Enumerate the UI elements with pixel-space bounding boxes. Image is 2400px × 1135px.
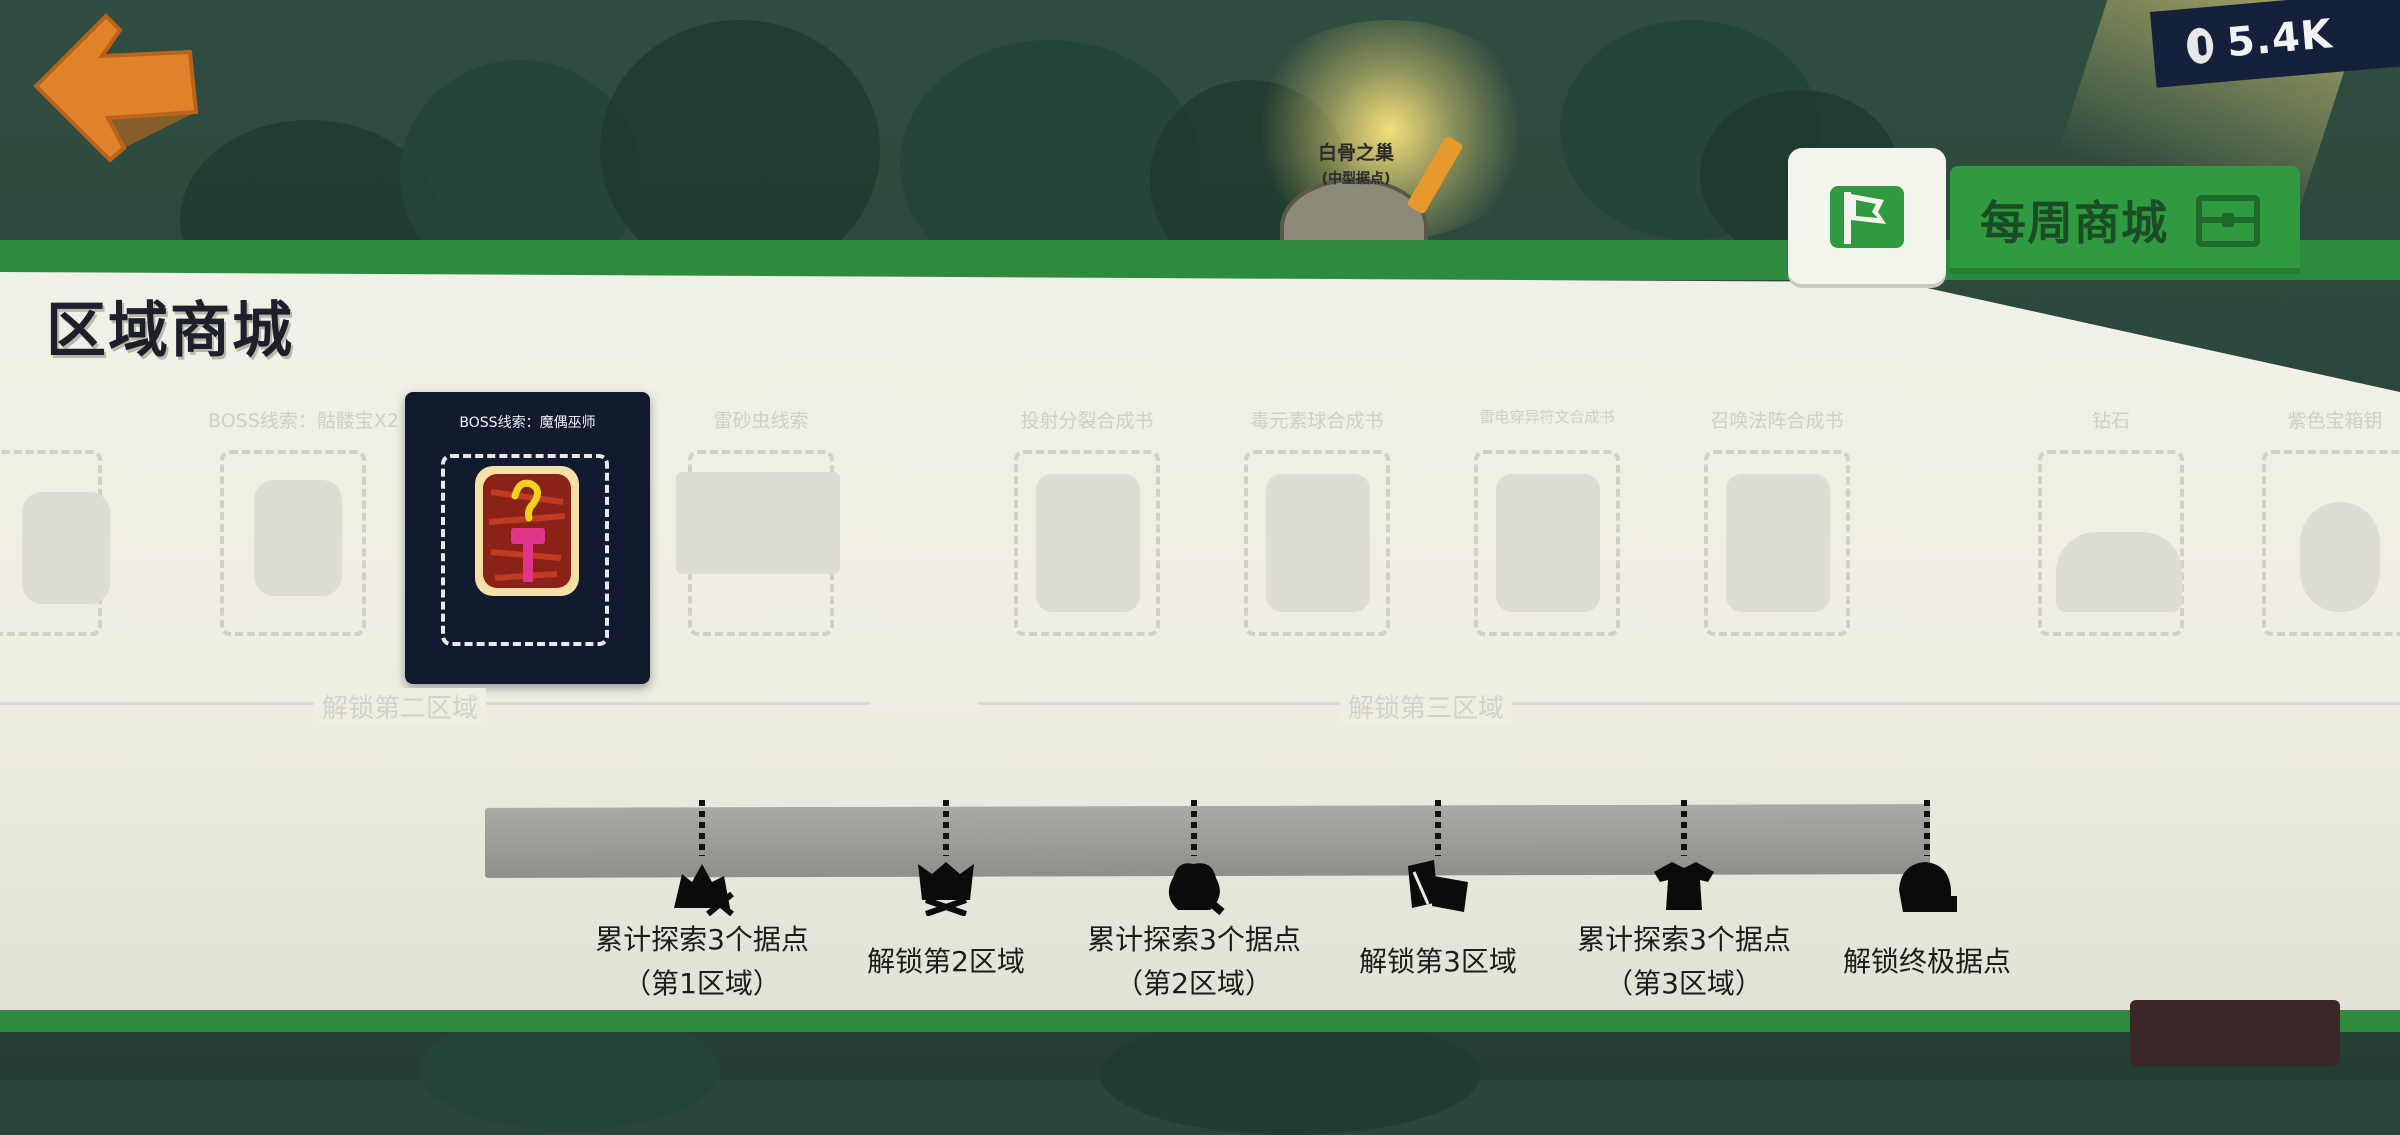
group-label-region2: 解锁第二区域 bbox=[314, 688, 487, 725]
shop-item-name: 钻石 bbox=[2091, 410, 2130, 432]
tab-weekly-label: 每周商城 bbox=[1980, 196, 2168, 250]
back-button[interactable] bbox=[28, 8, 199, 163]
tab-weekly-shop[interactable]: 每周商城 bbox=[1950, 166, 2300, 274]
item-slot bbox=[220, 450, 366, 636]
shop-item-locked[interactable]: 雷电穿异符文合成书 bbox=[1462, 392, 1632, 652]
shop-item-name: 召唤法阵合成书 bbox=[1710, 410, 1844, 432]
book-icon bbox=[1408, 860, 1468, 912]
item-slot bbox=[2262, 450, 2400, 636]
camp-icon bbox=[674, 864, 734, 916]
shop-item-locked[interactable]: 毒元素球合成书 bbox=[1232, 392, 1402, 652]
chain bbox=[1924, 800, 1930, 856]
milestone-label: 累计探索3个据点（第2区域） bbox=[1087, 923, 1301, 1000]
shop-item-locked[interactable]: 紫色宝箱钥 bbox=[2250, 392, 2400, 652]
currency-amount: 5.4K bbox=[2225, 11, 2335, 67]
locked-item-silhouette bbox=[1726, 474, 1830, 612]
flag-icon bbox=[1830, 186, 1904, 248]
seed-icon bbox=[2185, 26, 2215, 65]
milestone-label: 解锁第3区域 bbox=[1359, 945, 1517, 978]
shop-item-locked[interactable] bbox=[0, 392, 114, 652]
locked-item-silhouette bbox=[1036, 474, 1140, 612]
locked-item-silhouette bbox=[22, 492, 110, 604]
shop-item-name: BOSS线索：骷髅宝X2 bbox=[208, 410, 399, 432]
diamond-silhouette bbox=[2056, 532, 2182, 612]
key-silhouette bbox=[2300, 502, 2380, 612]
chain bbox=[1681, 800, 1687, 856]
item-slot bbox=[2038, 450, 2184, 636]
shop-item-name: 毒元素球合成书 bbox=[1250, 410, 1384, 432]
map-node-label: 白骨之巢 (中型据点) bbox=[1318, 142, 1395, 187]
locked-item-silhouette bbox=[1496, 474, 1600, 612]
chest-icon bbox=[2196, 195, 2260, 247]
bottom-right-button-edge bbox=[2130, 1000, 2340, 1066]
bush-decoration bbox=[1100, 1015, 1480, 1135]
item-slot bbox=[1704, 450, 1850, 636]
bush-decoration bbox=[600, 20, 880, 280]
shop-item-name: 投射分裂合成书 bbox=[1020, 410, 1154, 432]
shop-item-locked[interactable]: 召唤法阵合成书 bbox=[1692, 392, 1862, 652]
item-slot bbox=[1474, 450, 1620, 636]
item-slot bbox=[1014, 450, 1160, 636]
chain bbox=[699, 800, 705, 856]
locked-item-silhouette bbox=[676, 472, 840, 574]
milestone-label: 累计探索3个据点（第3区域） bbox=[1577, 923, 1791, 1000]
hut-icon bbox=[1899, 862, 1957, 912]
shop-item-locked[interactable]: 投射分裂合成书 bbox=[1002, 392, 1172, 652]
panel-bottom-border bbox=[0, 1010, 2400, 1032]
locked-item-silhouette bbox=[254, 480, 342, 596]
shop-item-locked[interactable]: BOSS线索：骷髅宝X2 bbox=[208, 392, 399, 652]
chain bbox=[1191, 800, 1197, 856]
chain bbox=[943, 800, 949, 856]
shop-item-name: 雷砂虫线索 bbox=[713, 410, 809, 432]
armor-icon bbox=[1654, 862, 1714, 910]
locked-item-silhouette bbox=[1266, 474, 1370, 612]
shop-item-name: BOSS线索：魔偶巫师 bbox=[459, 415, 596, 431]
bag-icon bbox=[1168, 863, 1225, 916]
shop-item-name: 雷电穿异符文合成书 bbox=[1479, 408, 1615, 426]
shop-item-locked[interactable]: 雷砂虫线索 bbox=[676, 392, 846, 652]
shop-item-name: 紫色宝箱钥 bbox=[2287, 410, 2383, 432]
fort-icon bbox=[918, 862, 974, 916]
item-slot bbox=[1244, 450, 1390, 636]
milestone-label: 解锁第2区域 bbox=[867, 945, 1025, 978]
item-slot bbox=[441, 454, 609, 646]
tab-region-shop[interactable] bbox=[1788, 148, 1946, 284]
page-title: 区域商城 bbox=[46, 296, 294, 366]
boss-clue-card-icon bbox=[475, 466, 579, 596]
group-label-region3: 解锁第三区域 bbox=[1340, 688, 1513, 725]
shop-item-selected[interactable]: BOSS线索：魔偶巫师 bbox=[405, 392, 650, 684]
shop-item-locked[interactable]: 钻石 bbox=[2026, 392, 2196, 652]
chain bbox=[1435, 800, 1441, 856]
milestone-label: 累计探索3个据点（第1区域） bbox=[595, 923, 809, 1000]
group-divider bbox=[2006, 702, 2400, 705]
back-arrow-icon bbox=[33, 13, 199, 163]
milestone-label: 解锁终极据点 bbox=[1842, 945, 2011, 978]
